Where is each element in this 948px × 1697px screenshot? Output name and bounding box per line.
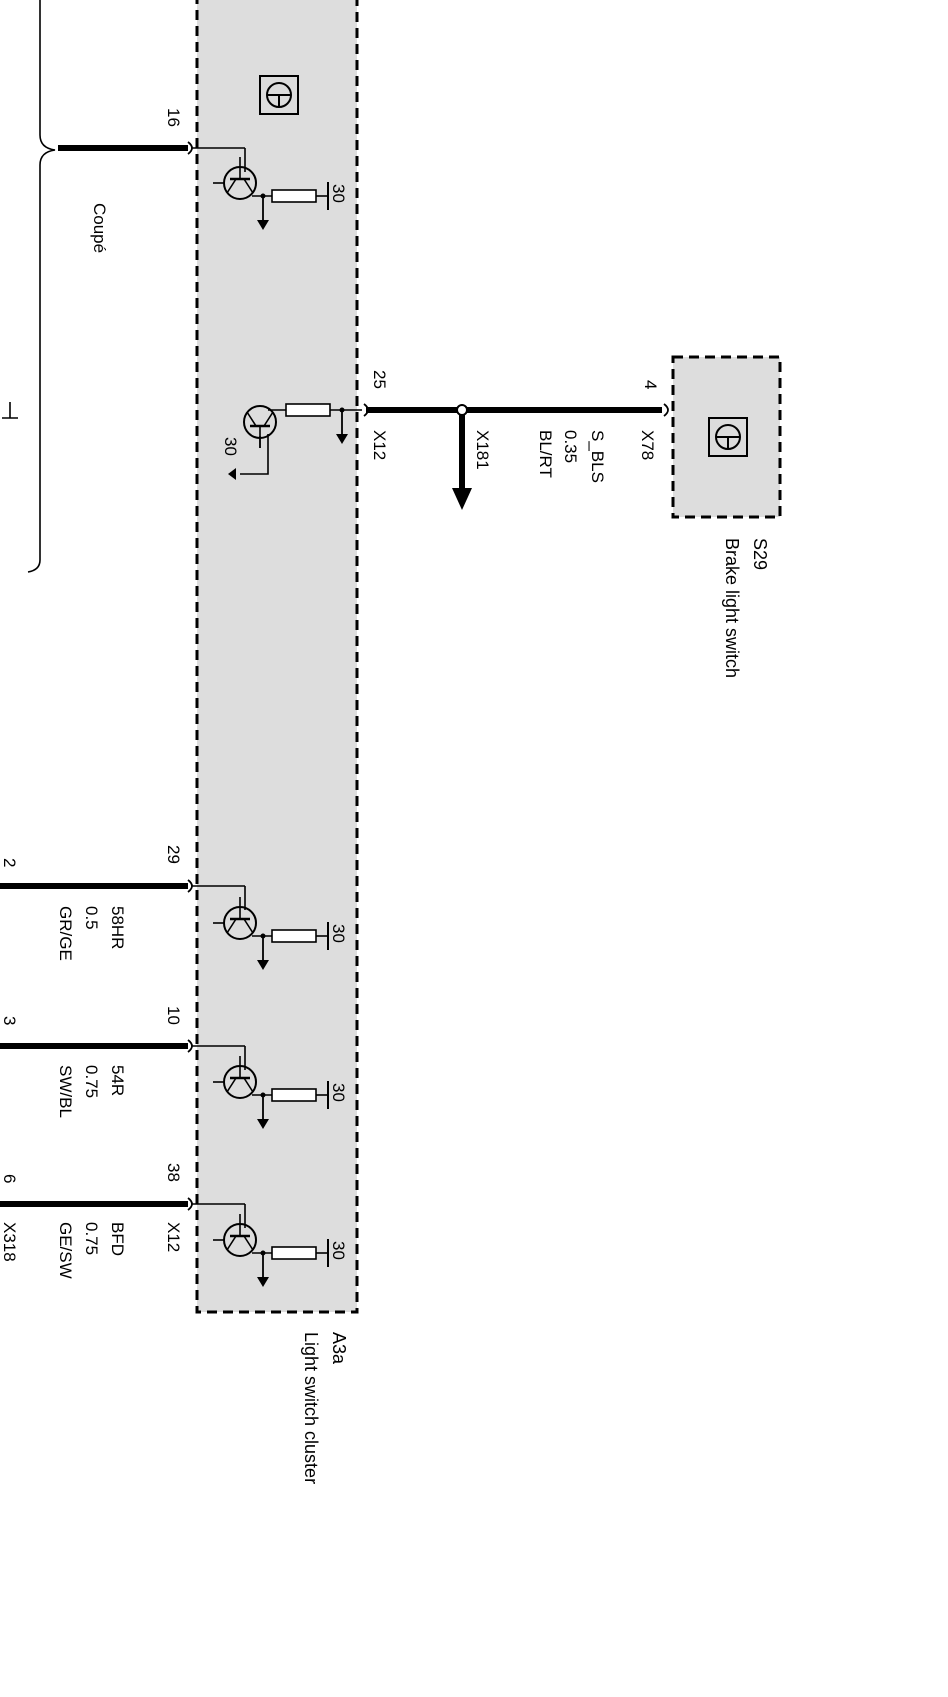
brake-wire-color: BL/RT — [536, 430, 555, 478]
switch-icon — [708, 417, 748, 457]
wire-bfd-gauge: 0.75 — [82, 1222, 101, 1255]
pin-16-label: 16 — [164, 108, 183, 127]
splice-x181: X181 — [473, 430, 492, 470]
pin-10-label: 10 — [164, 1006, 183, 1025]
wire-bfd-color: GE/SW — [56, 1222, 75, 1279]
connector-x12-top: X12 — [370, 430, 389, 460]
a3a-name: Light switch cluster — [301, 1332, 321, 1484]
wire-54r-color: SW/BL — [56, 1065, 75, 1118]
brake-wire-gauge: 0.35 — [561, 430, 580, 463]
connector-x78: X78 — [638, 430, 657, 460]
input-stage-25 — [228, 403, 362, 480]
wire-58hr-gauge: 0.5 — [82, 906, 101, 930]
a3a-id: A3a — [329, 1332, 349, 1365]
wire-58hr-signal: 58HR — [108, 906, 127, 949]
wire-bfd-signal: BFD — [108, 1222, 127, 1256]
module-icon — [259, 75, 299, 115]
pin-25-label: 25 — [370, 370, 389, 389]
output-stage-38 — [192, 1203, 329, 1287]
connector-x12-bottom: X12 — [164, 1222, 183, 1252]
output-stage-10 — [192, 1045, 329, 1129]
s29-name: Brake light switch — [722, 538, 742, 678]
supply-30-label-5: 30 — [329, 1241, 348, 1260]
connector-x318: X318 — [0, 1222, 19, 1262]
s29-pin-4: 4 — [641, 380, 660, 389]
pin-38-label: 38 — [164, 1163, 183, 1182]
left-wires — [0, 145, 188, 1207]
output-pin-2: 2 — [0, 858, 19, 867]
wire-58hr-color: GR/GE — [56, 906, 75, 961]
bundle-brace — [2, 0, 56, 573]
output-pin-3: 3 — [0, 1016, 19, 1025]
supply-30-label-2: 30 — [221, 437, 240, 456]
wire-54r-gauge: 0.75 — [82, 1065, 101, 1098]
pin-29-label: 29 — [164, 845, 183, 864]
pin-hooks-left — [187, 141, 193, 1211]
brake-light-wire — [363, 403, 669, 510]
variant-label: Coupé — [90, 203, 109, 253]
output-pin-6: 6 — [0, 1174, 19, 1183]
supply-30-label-1: 30 — [329, 184, 348, 203]
supply-30-label-4: 30 — [329, 1083, 348, 1102]
supply-30-label-3: 30 — [329, 924, 348, 943]
wire-54r-signal: 54R — [108, 1065, 127, 1096]
output-stage-29 — [192, 885, 329, 970]
brake-wire-signal: S_BLS — [588, 430, 607, 483]
s29-id: S29 — [750, 538, 770, 570]
output-stage-16 — [192, 147, 329, 230]
